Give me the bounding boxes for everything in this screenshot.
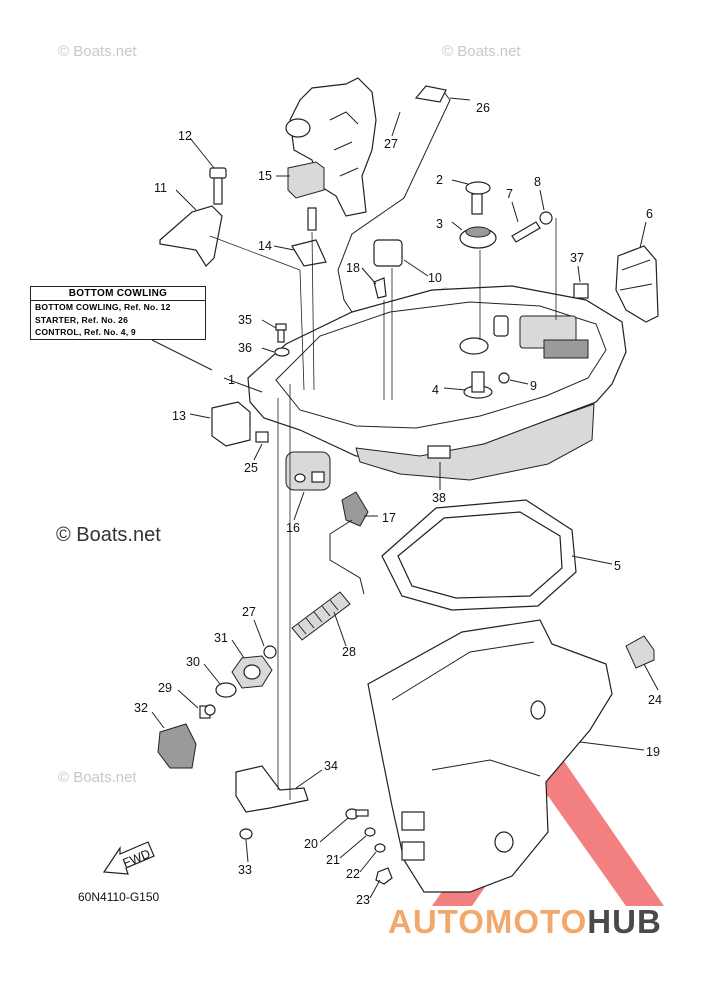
engine-block	[285, 77, 377, 217]
callout-13: 13	[172, 409, 186, 423]
clamp-15	[287, 161, 325, 231]
legend-row: STARTER, Ref. No. 26	[35, 314, 129, 325]
plate-14	[291, 239, 327, 267]
callout-15: 15	[258, 169, 272, 183]
callout-27-lower: 27	[242, 605, 256, 619]
callout-6: 6	[646, 207, 653, 221]
assembly-lines	[209, 218, 557, 800]
callout-3: 3	[436, 217, 443, 231]
clip-27	[263, 645, 277, 659]
callout-8: 8	[534, 175, 541, 189]
callout-34: 34	[324, 759, 338, 773]
grommet-3	[459, 226, 497, 249]
fwd-label: FWD	[121, 847, 153, 871]
bolt-12	[209, 167, 227, 205]
hose-28	[291, 591, 351, 641]
bolt-7	[511, 221, 541, 243]
label-25	[255, 431, 269, 443]
callout-19: 19	[646, 745, 660, 759]
callout-2: 2	[436, 173, 443, 187]
legend-title: BOTTOM COWLING	[31, 287, 205, 301]
bracket-11	[159, 205, 223, 267]
callout-numbers: 1 2 3 4 5 6 7 8 9 10 11 12 13 14 15 16 1…	[134, 101, 662, 907]
legend-row: BOTTOM COWLING, Ref. No. 12	[35, 302, 171, 312]
plug-24	[625, 635, 655, 669]
brand-logo: AUTOMOTOHUB	[388, 903, 662, 943]
callout-29: 29	[158, 681, 172, 695]
pipe-26	[414, 85, 447, 103]
callout-4: 4	[432, 383, 439, 397]
callout-12: 12	[178, 129, 192, 143]
callout-25: 25	[244, 461, 258, 475]
callout-17: 17	[382, 511, 396, 525]
washer-30	[215, 682, 237, 698]
callout-9: 9	[530, 379, 537, 393]
callout-23: 23	[356, 893, 370, 907]
bracket-6	[615, 245, 659, 323]
screw-29	[199, 704, 216, 719]
callout-16: 16	[286, 521, 300, 535]
callout-27: 27	[384, 137, 398, 151]
callout-38: 38	[432, 491, 446, 505]
callout-11: 11	[154, 181, 167, 195]
callout-7: 7	[506, 187, 513, 201]
callout-37: 37	[570, 251, 584, 265]
bolt-2	[465, 181, 491, 215]
diagram-code: 60N4110-G150	[78, 890, 160, 904]
legend-box: BOTTOM COWLING BOTTOM COWLING, Ref. No. …	[30, 286, 206, 340]
seal-5	[381, 499, 577, 611]
boats-net-watermark: © Boats.net	[56, 524, 161, 546]
fwd-arrow-icon: FWD	[102, 841, 155, 875]
leader-lines	[151, 97, 659, 899]
washer-22	[374, 843, 386, 853]
callout-32: 32	[134, 701, 148, 715]
callout-24: 24	[648, 693, 662, 707]
watermark-text: © Boats.net	[442, 43, 521, 60]
callout-18: 18	[346, 261, 360, 275]
washer-21	[364, 827, 376, 837]
washer-8	[539, 211, 553, 225]
watermark-text: © Boats.net	[58, 43, 137, 60]
callout-21: 21	[326, 853, 340, 867]
callout-5: 5	[614, 559, 621, 573]
lower-cover-19	[367, 619, 613, 893]
nut-31	[231, 655, 273, 689]
callout-20: 20	[304, 837, 318, 851]
callout-1: 1	[228, 373, 235, 387]
label-37	[573, 283, 589, 299]
callout-36: 36	[238, 341, 252, 355]
bolt-35	[275, 323, 287, 343]
callout-33: 33	[238, 863, 252, 877]
brand-part2: HUB	[587, 903, 662, 940]
wire	[329, 519, 365, 595]
bracket-34	[235, 765, 309, 813]
callout-22: 22	[346, 867, 360, 881]
grommet-10	[373, 239, 403, 267]
callout-31: 31	[214, 631, 228, 645]
grommet-16	[285, 451, 331, 491]
nut-9	[498, 372, 510, 384]
screw-33	[239, 828, 253, 840]
callout-14: 14	[258, 239, 272, 253]
nut-23	[375, 867, 393, 885]
brand-part1: AUTOMOTO	[388, 903, 588, 940]
washer-36	[274, 347, 290, 357]
callout-26: 26	[476, 101, 490, 115]
part-17	[341, 491, 369, 527]
callout-30: 30	[186, 655, 200, 669]
callout-10: 10	[428, 271, 442, 285]
bracket-6-detail	[619, 259, 653, 291]
bottom-cowling-1	[247, 285, 627, 481]
bolt-20	[345, 808, 369, 820]
part-18	[373, 277, 387, 299]
callout-35: 35	[238, 313, 252, 327]
watermark-text: © Boats.net	[58, 769, 137, 786]
grommet-13	[211, 401, 251, 447]
grommet-32	[157, 723, 197, 769]
legend-row: CONTROL, Ref. No. 4, 9	[35, 327, 136, 337]
callout-28: 28	[342, 645, 356, 659]
boss-4	[463, 371, 493, 399]
